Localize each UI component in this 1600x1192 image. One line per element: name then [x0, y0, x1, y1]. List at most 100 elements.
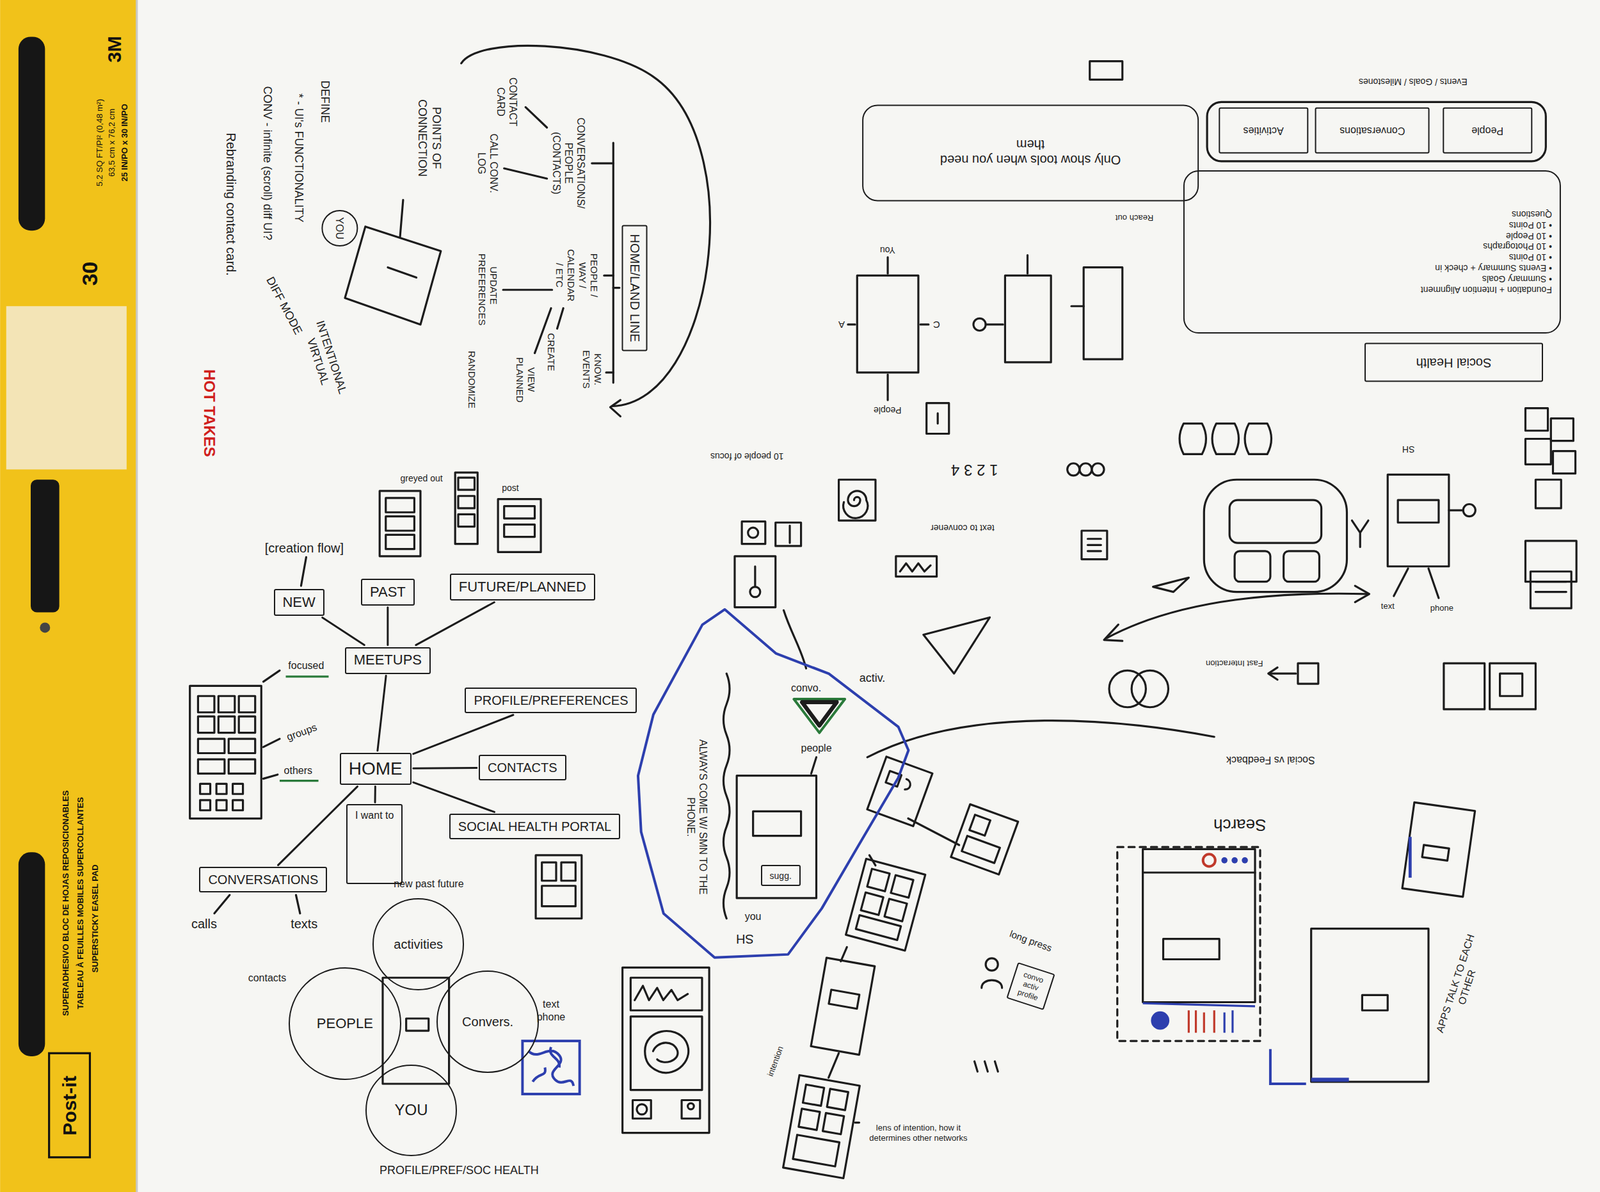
- sketch-circle: [1091, 463, 1104, 476]
- connector: [278, 786, 358, 866]
- sketch-rect: [1530, 571, 1572, 608]
- sketch-line: [503, 288, 553, 291]
- sketch-path: [609, 400, 621, 417]
- sketch-path: [923, 616, 991, 674]
- sketch-circle: [1131, 670, 1168, 707]
- node-text: • 10 Points: [1509, 252, 1552, 264]
- menu-box: NEW: [273, 588, 325, 616]
- sketch-line: [263, 774, 278, 779]
- handwritten-note: PEOPLE / WAY / CALENDAR / ETC: [553, 246, 600, 304]
- sketch-rect: [1402, 801, 1476, 896]
- sketch-path: [1224, 1009, 1233, 1033]
- node-text: HOME: [348, 757, 403, 780]
- sketch-line: [1535, 580, 1567, 583]
- handwritten-note: SH: [736, 931, 754, 947]
- sketch-rect: [1117, 846, 1261, 1041]
- sketch-rect: [504, 506, 536, 519]
- sketch-rect: [1525, 438, 1551, 464]
- handwritten-note: greyed out: [400, 472, 443, 484]
- sketch-path: [461, 45, 711, 406]
- sketch-line: [985, 323, 1003, 326]
- tab-box: Activities: [1218, 107, 1309, 154]
- sketch-path: [1107, 593, 1368, 638]
- node-text: Conversations: [1339, 124, 1405, 137]
- node-text: Convers.: [462, 1013, 514, 1030]
- sketch-line: [855, 1121, 859, 1124]
- sketch-rect: [455, 472, 478, 544]
- sketch-line: [840, 946, 848, 961]
- sketch-rect: [823, 1112, 845, 1135]
- handwritten-note: Post-it: [58, 1075, 82, 1135]
- node-text: MEETUPS: [353, 651, 422, 669]
- sketch-rect: [197, 695, 215, 713]
- handwritten-note: 63,5 cm x 76,2 cm: [107, 108, 118, 177]
- hub-box: HOME: [339, 752, 412, 785]
- node-text: Activities: [1242, 124, 1284, 137]
- sketch-line: [1143, 1002, 1256, 1007]
- sketch-rect: [385, 534, 415, 549]
- sketch-rect: [1207, 101, 1546, 161]
- sketch-line: [828, 1052, 840, 1078]
- venn-circle: PEOPLE: [288, 967, 401, 1080]
- node-text: PEOPLE: [316, 1015, 374, 1032]
- sketch-line: [1311, 1077, 1350, 1081]
- sketch-rect: [385, 497, 415, 512]
- sketch-rect: [1443, 663, 1485, 710]
- sketch-rect: [1550, 418, 1574, 441]
- connector: [413, 714, 514, 754]
- handwritten-note: TABLEAU À FEUILLES MOBILES SUPERCOLLANTE…: [75, 796, 86, 1009]
- sketch-line: [1088, 544, 1102, 546]
- venn-circle: YOU: [365, 1064, 457, 1156]
- sketch-line: [908, 818, 960, 845]
- sketch-rect: [18, 851, 45, 1056]
- sketch-line: [887, 257, 889, 274]
- sketch-line: [1535, 590, 1567, 593]
- sketch-rect: [753, 810, 802, 836]
- sketch-rect: [890, 874, 914, 898]
- sketch-rect: [30, 479, 60, 612]
- node-text: sugg.: [769, 870, 792, 882]
- sketch-rect: [542, 862, 557, 881]
- region-outline: [632, 604, 914, 962]
- sketch-rect: [238, 716, 256, 733]
- node-text: HOME/LAND LINE: [627, 233, 643, 342]
- sketch-rect: [218, 716, 235, 733]
- node-text: Foundation + Intention Alignment: [1420, 284, 1552, 296]
- focus-region: convo.peopleALWAYS COME W/ SMN TO THE PH…: [632, 604, 914, 962]
- sketch-rect: [783, 1074, 861, 1178]
- sketch-rect: [385, 516, 415, 531]
- sketch-line: [753, 566, 756, 587]
- sketch-line: [612, 142, 615, 383]
- sketch-path: [974, 1061, 999, 1072]
- handwritten-note: 1 2 3 4: [951, 460, 998, 479]
- sketch-rect: [228, 759, 255, 774]
- handwritten-note: contacts: [248, 971, 287, 984]
- sketch-rect: [856, 275, 919, 372]
- sketch-path: [1354, 585, 1369, 603]
- sketch-rect: [1422, 844, 1449, 861]
- sketch-line: [788, 525, 791, 543]
- sketch-line: [387, 267, 417, 278]
- sketch-rect: [216, 800, 227, 811]
- sketch-circle: [1221, 856, 1228, 864]
- sketch-g: [1402, 801, 1476, 896]
- sketch-rect: [542, 885, 576, 907]
- sketch-rect: [200, 783, 211, 794]
- node-text: • 10 People: [1506, 230, 1553, 242]
- sketch-rect: [736, 775, 816, 898]
- sketch-path: [528, 1047, 574, 1087]
- sketch-circle: [973, 318, 986, 331]
- node-text: • 10 Points: [1509, 219, 1552, 231]
- handwritten-note: others: [284, 764, 313, 777]
- sketch-rect: [561, 862, 576, 881]
- sketch-circle: [748, 527, 759, 538]
- handwritten-note: Reach out: [1115, 212, 1154, 223]
- sketch-rect: [1083, 267, 1123, 360]
- sketch-line: [1428, 568, 1439, 598]
- node-text: I want to: [355, 808, 394, 822]
- sketch-line: [504, 168, 548, 179]
- sketch-g: [846, 858, 926, 951]
